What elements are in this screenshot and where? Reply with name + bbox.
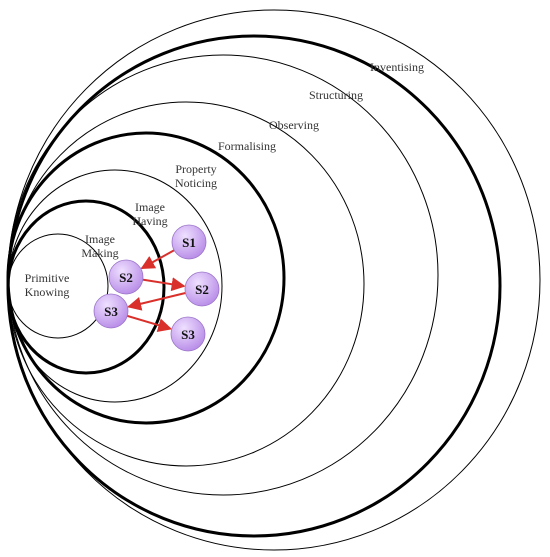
state-node-label: S1 [182, 235, 196, 250]
state-node-circle [170, 316, 206, 352]
ring-observing [7, 54, 439, 496]
state-node-circle [93, 293, 129, 329]
transition-arrow-4 [126, 314, 173, 332]
transition-arrow-2 [141, 277, 186, 292]
state-node-n4: S3 [93, 293, 129, 329]
state-node-label: S2 [119, 270, 133, 285]
state-node-n2: S2 [108, 259, 144, 295]
state-node-label: S2 [195, 282, 209, 297]
transition-arrow-1 [140, 248, 176, 270]
ring-primitive-knowing [7, 233, 109, 339]
label-inventising: Inventising [370, 60, 424, 74]
label-observing: Observing [269, 118, 319, 132]
state-node-label: S3 [104, 304, 118, 319]
ring-structuring [6, 34, 502, 538]
state-node-circle [171, 224, 207, 260]
state-node-n3: S2 [184, 271, 220, 307]
state-node-circle [108, 259, 144, 295]
state-node-circle [184, 271, 220, 307]
state-node-n5: S3 [170, 316, 206, 352]
label-structuring: Structuring [309, 88, 363, 102]
state-node-label: S3 [181, 327, 195, 342]
transition-arrow-3 [127, 291, 187, 311]
state-node-n1: S1 [171, 224, 207, 260]
label-formalising: Formalising [218, 139, 276, 153]
